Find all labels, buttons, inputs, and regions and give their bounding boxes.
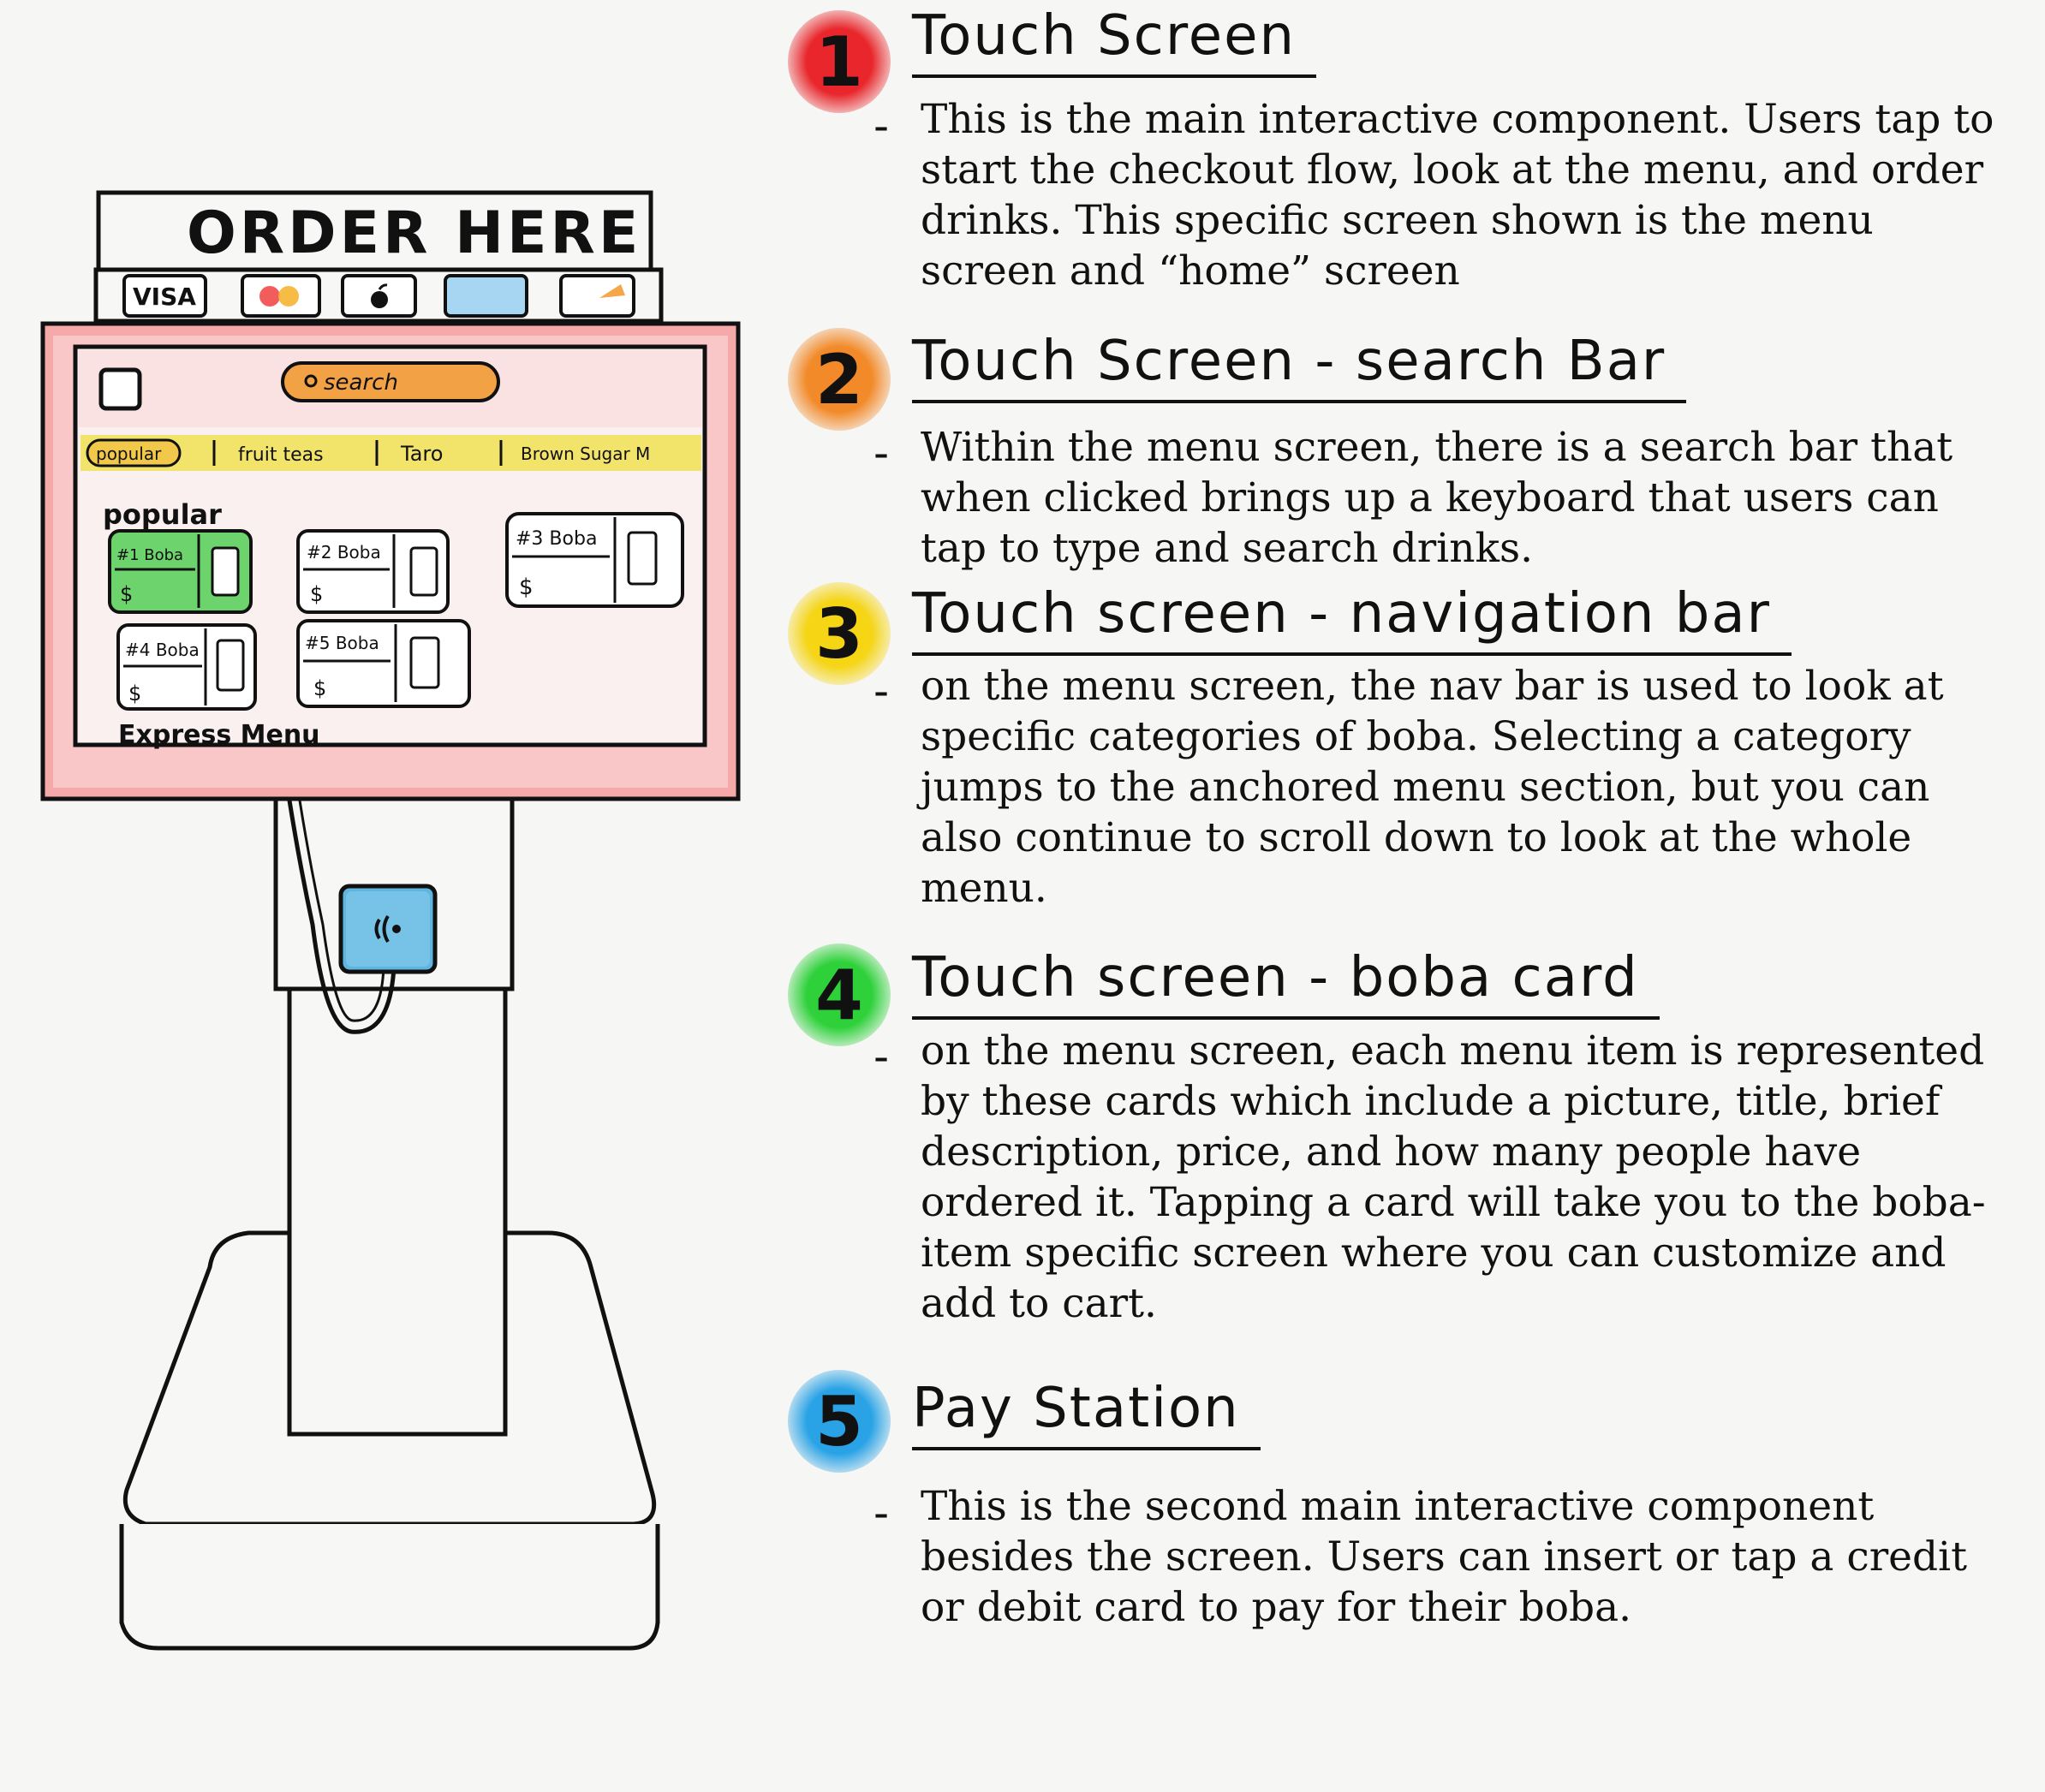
note-number-badge: 1 [788,10,891,113]
nav-item-taro[interactable]: Taro [400,442,443,466]
boba-cup-icon [216,639,245,692]
note-description: This is the main interactive component. … [921,96,1994,295]
contactless-icon [374,914,401,944]
bullet-dash: - [873,101,890,151]
note-title: Touch screen - boba card [912,946,1660,1020]
card-reader[interactable] [338,884,438,974]
touch-screen[interactable]: search popular fruit teas Taro Brown Sug… [40,321,741,801]
bullet-dash: - [873,1032,890,1081]
boba-cup-icon [409,546,438,597]
orange-card-icon [559,274,635,318]
note-description: on the menu screen, each menu item is re… [921,1027,1986,1327]
svg-text:$: $ [313,676,326,700]
svg-text:$: $ [310,582,323,606]
boba-cup-icon [409,636,440,689]
annotation-notes: 1 Touch Screen - This is the main intera… [745,0,2038,1792]
svg-text:search: search [324,370,398,396]
svg-text:#3 Boba: #3 Boba [516,528,597,550]
payment-icons: VISA [122,274,635,318]
boba-cup-icon [627,531,658,586]
svg-text:$: $ [120,582,133,606]
note-description: This is the second main interactive comp… [921,1483,1967,1631]
svg-text:VISA: VISA [133,283,196,311]
order-sign-text: ORDER HERE [187,199,641,267]
boba-card[interactable]: #4 Boba $ [116,623,257,711]
menu-icon[interactable] [98,367,142,411]
note-title: Pay Station [912,1377,1261,1450]
section-title-popular: popular [103,498,222,531]
bullet-dash: - [873,666,890,716]
note-title: Touch screen - navigation bar [912,582,1792,656]
svg-text:popular: popular [96,444,162,464]
note-number-badge: 5 [788,1370,891,1473]
navigation-bar[interactable]: popular fruit teas Taro Brown Sugar M [80,435,701,471]
svg-text:#1 Boba: #1 Boba [116,546,183,564]
note-number-badge: 2 [788,328,891,431]
note-description: Within the menu screen, there is a searc… [921,424,1953,572]
svg-text:#4 Boba: #4 Boba [125,640,200,660]
svg-text:$: $ [128,682,141,705]
boba-card[interactable]: #5 Boba $ [296,619,471,708]
note-description: on the menu screen, the nav bar is used … [921,663,1944,912]
nav-item-brown-sugar[interactable]: Brown Sugar M [521,444,650,464]
search-icon [304,374,318,388]
note-number-badge: 3 [788,582,891,685]
blue-card-icon [444,274,528,318]
kiosk-sketch: ORDER HERE VISA [40,190,741,1651]
nav-item-fruit-teas[interactable]: fruit teas [238,444,324,466]
boba-cup-icon [211,546,240,597]
apple-pay-icon [341,274,417,318]
note-title: Touch Screen - search Bar [912,330,1687,403]
svg-text:#5 Boba: #5 Boba [305,633,379,653]
bullet-dash: - [873,1488,890,1538]
boba-card[interactable]: #2 Boba $ [296,529,450,614]
note-title: Touch Screen [912,4,1317,78]
reader-cable [287,800,396,1034]
search-bar[interactable]: search [281,361,500,402]
boba-card[interactable]: #3 Boba $ [505,512,684,608]
svg-text:#2 Boba: #2 Boba [307,542,381,563]
kiosk-pole [287,982,508,1437]
visa-icon: VISA [122,274,207,318]
mastercard-icon [241,274,321,318]
svg-text:$: $ [519,575,534,600]
nav-item-popular[interactable] [86,438,182,467]
bullet-dash: - [873,428,890,478]
boba-card[interactable]: #1 Boba $ [108,529,253,614]
express-menu-label: Express Menu [118,720,320,750]
note-number-badge: 4 [788,944,891,1046]
